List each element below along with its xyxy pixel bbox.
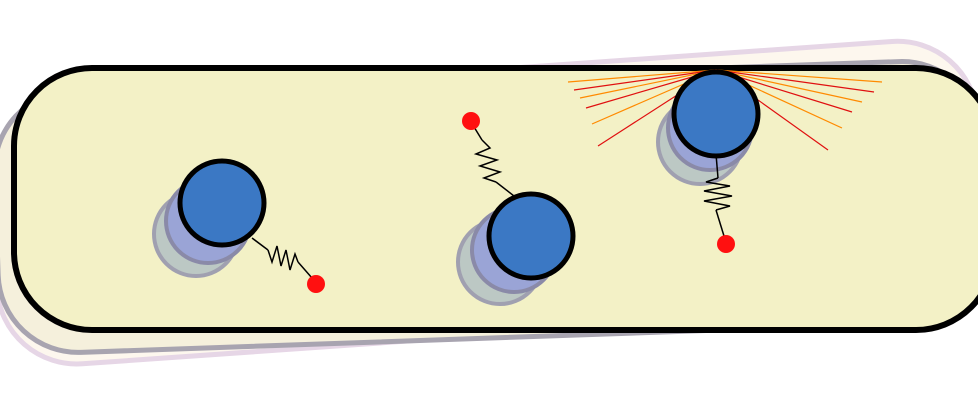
ball: [180, 161, 264, 245]
tether-dot-icon: [307, 275, 325, 293]
tether-dot-icon: [462, 112, 480, 130]
ball: [674, 72, 758, 156]
ball: [489, 194, 573, 278]
tether-dot-icon: [717, 235, 735, 253]
